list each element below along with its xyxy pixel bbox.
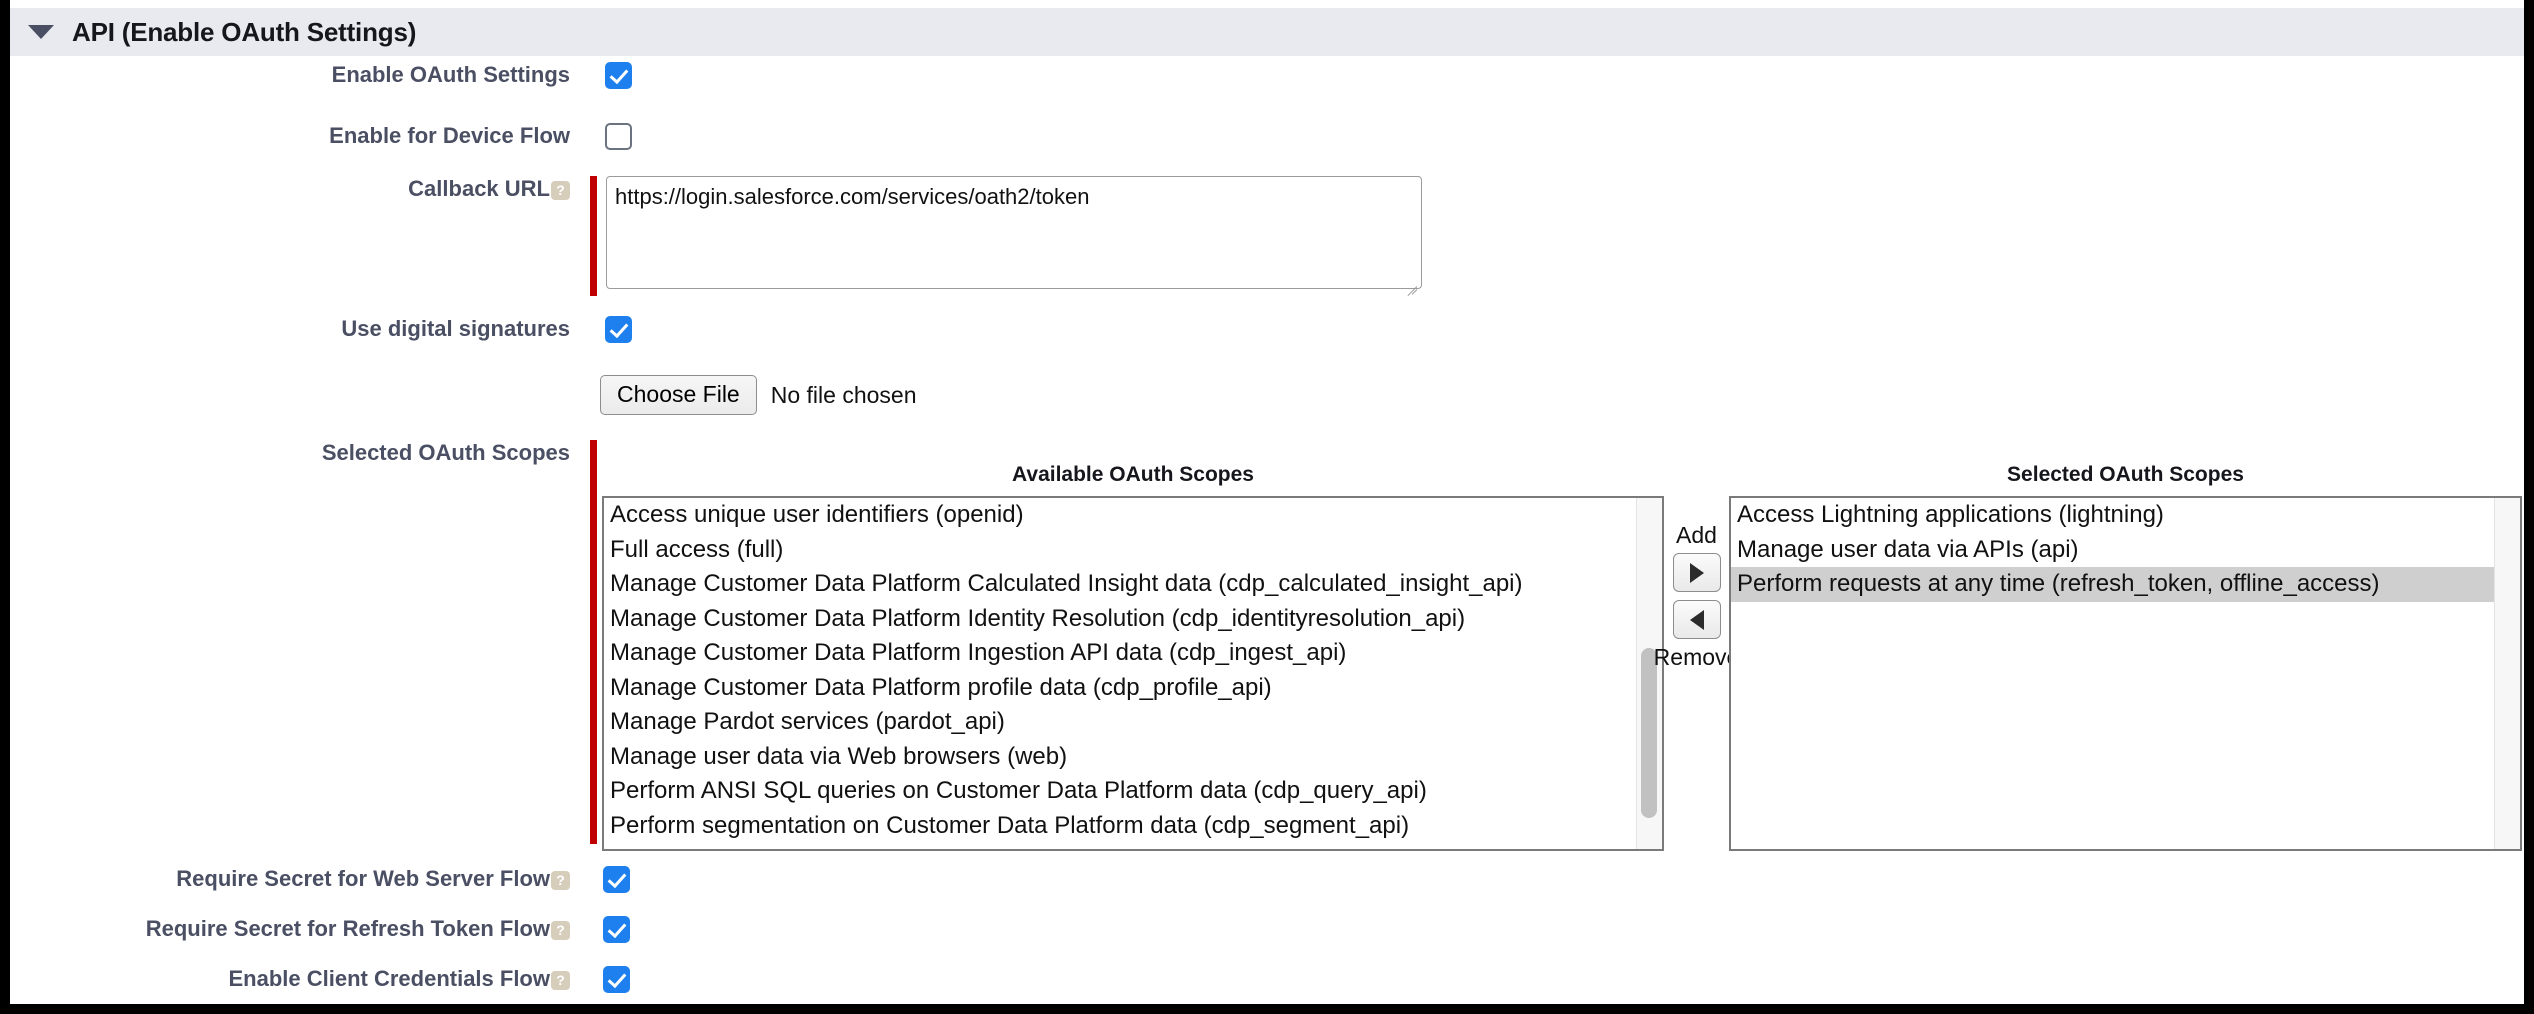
available-scopes-scrollbar-thumb[interactable] bbox=[1641, 648, 1657, 818]
arrow-left-icon bbox=[1689, 609, 1704, 630]
available-scopes-listbox[interactable]: Access unique user identifiers (openid) F… bbox=[602, 496, 1664, 851]
selected-scopes-panel: Selected OAuth Scopes Access Lightning a… bbox=[1729, 463, 2522, 851]
row-selected-oauth-scopes-label: Selected OAuth Scopes bbox=[10, 440, 597, 844]
remove-scope-button[interactable] bbox=[1672, 600, 1721, 639]
required-indicator-callback-url bbox=[590, 176, 597, 296]
available-scopes-panel: Available OAuth Scopes Access unique use… bbox=[602, 463, 1664, 851]
row-require-secret-refresh-token-flow: Require Secret for Refresh Token Flow? bbox=[10, 916, 630, 943]
choose-file-button[interactable]: Choose File bbox=[600, 375, 757, 415]
available-scope-option[interactable]: Access unique user identifiers (openid) bbox=[610, 501, 1024, 528]
row-enable-oauth-settings: Enable OAuth Settings bbox=[10, 62, 632, 89]
available-scope-option[interactable]: Manage Customer Data Platform Ingestion … bbox=[610, 639, 1347, 666]
label-selected-oauth-scopes: Selected OAuth Scopes bbox=[321, 440, 570, 465]
help-icon-callback-url[interactable]: ? bbox=[551, 180, 570, 200]
caret-down-icon bbox=[28, 25, 54, 39]
available-scope-option[interactable]: Full access (full) bbox=[610, 535, 784, 563]
add-remove-controls: Add Remove bbox=[1654, 521, 1740, 671]
selected-scope-option[interactable]: Perform requests at any time (refresh_to… bbox=[1731, 567, 2520, 602]
row-callback-url: Callback URL? bbox=[10, 176, 1422, 297]
row-enable-client-credentials-flow: Enable Client Credentials Flow? bbox=[10, 966, 630, 993]
available-scope-option[interactable]: Manage Customer Data Platform Calculated… bbox=[610, 570, 1523, 597]
file-upload-status: No file chosen bbox=[770, 381, 917, 408]
section-collapse-toggle[interactable] bbox=[10, 25, 72, 39]
selected-scope-option[interactable]: Manage user data via APIs (api) bbox=[1737, 535, 2079, 563]
available-scope-option[interactable]: Perform ANSI SQL queries on Customer Dat… bbox=[610, 777, 1427, 804]
row-use-digital-signatures: Use digital signatures bbox=[10, 316, 632, 343]
label-enable-client-credentials-flow-text: Enable Client Credentials Flow bbox=[228, 966, 550, 991]
section-title: API (Enable OAuth Settings) bbox=[72, 16, 417, 47]
selected-scopes-items: Access Lightning applications (lightning… bbox=[1731, 498, 2520, 602]
available-scope-option[interactable]: Manage Customer Data Platform profile da… bbox=[610, 673, 1272, 701]
section-header: API (Enable OAuth Settings) bbox=[10, 8, 2524, 56]
label-enable-oauth-settings: Enable OAuth Settings bbox=[331, 62, 570, 87]
checkbox-use-digital-signatures[interactable] bbox=[605, 316, 632, 343]
label-enable-device-flow: Enable for Device Flow bbox=[329, 123, 570, 148]
selected-scope-option[interactable]: Access Lightning applications (lightning… bbox=[1737, 501, 2164, 528]
label-enable-client-credentials-flow: Enable Client Credentials Flow? bbox=[10, 966, 570, 992]
selected-scopes-title: Selected OAuth Scopes bbox=[2007, 463, 2244, 486]
row-require-secret-web-server-flow: Require Secret for Web Server Flow? bbox=[10, 866, 630, 893]
label-callback-url-text: Callback URL bbox=[408, 176, 550, 201]
available-scope-option[interactable]: Manage Pardot services (pardot_api) bbox=[610, 708, 1005, 735]
add-scope-button[interactable] bbox=[1672, 553, 1721, 592]
row-file-upload: Choose File No file chosen bbox=[10, 375, 916, 415]
help-icon-enable-client-credentials-flow[interactable]: ? bbox=[551, 970, 570, 990]
available-scope-option[interactable]: Manage Customer Data Platform Identity R… bbox=[610, 604, 1466, 632]
callback-url-input[interactable] bbox=[606, 176, 1422, 289]
label-require-secret-web-server-flow: Require Secret for Web Server Flow? bbox=[10, 866, 570, 892]
available-scopes-items: Access unique user identifiers (openid) F… bbox=[604, 498, 1662, 843]
row-enable-device-flow: Enable for Device Flow bbox=[10, 123, 632, 150]
selected-scopes-scrollbar[interactable] bbox=[2494, 498, 2520, 849]
arrow-right-icon bbox=[1689, 562, 1704, 583]
checkbox-require-secret-web-server-flow[interactable] bbox=[603, 866, 630, 893]
available-scopes-title: Available OAuth Scopes bbox=[1012, 463, 1254, 486]
oauth-scopes-dual-listbox: Available OAuth Scopes Access unique use… bbox=[602, 463, 2522, 853]
label-callback-url: Callback URL? bbox=[10, 176, 570, 202]
checkbox-enable-oauth-settings[interactable] bbox=[605, 62, 632, 89]
file-upload-control: Choose File No file chosen bbox=[600, 375, 916, 415]
label-require-secret-web-server-flow-text: Require Secret for Web Server Flow bbox=[176, 866, 550, 891]
callback-url-textarea-wrapper bbox=[606, 176, 1422, 297]
checkbox-enable-device-flow[interactable] bbox=[605, 123, 632, 150]
checkbox-enable-client-credentials-flow[interactable] bbox=[603, 966, 630, 993]
available-scope-option[interactable]: Manage user data via Web browsers (web) bbox=[610, 742, 1068, 770]
help-icon-require-secret-web-server-flow[interactable]: ? bbox=[551, 870, 570, 890]
label-require-secret-refresh-token-flow: Require Secret for Refresh Token Flow? bbox=[10, 916, 570, 942]
selected-scopes-listbox[interactable]: Access Lightning applications (lightning… bbox=[1729, 496, 2522, 851]
required-indicator-selected-scopes bbox=[590, 440, 597, 844]
available-scopes-scrollbar[interactable] bbox=[1636, 498, 1662, 849]
checkbox-require-secret-refresh-token-flow[interactable] bbox=[603, 916, 630, 943]
remove-button-label: Remove bbox=[1653, 644, 1740, 670]
add-button-label: Add bbox=[1676, 522, 1717, 548]
available-scope-option[interactable]: Perform segmentation on Customer Data Pl… bbox=[610, 811, 1410, 839]
help-icon-require-secret-refresh-token-flow[interactable]: ? bbox=[551, 920, 570, 940]
label-use-digital-signatures: Use digital signatures bbox=[341, 316, 570, 341]
label-require-secret-refresh-token-flow-text: Require Secret for Refresh Token Flow bbox=[145, 916, 550, 941]
